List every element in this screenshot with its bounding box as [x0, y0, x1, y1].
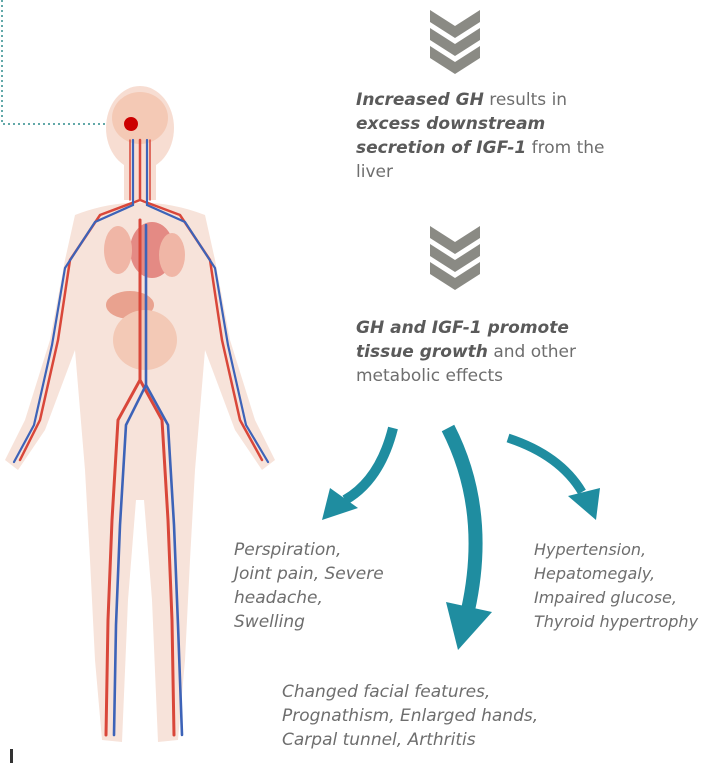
effects-right: Hypertension, Hepatomegaly, Impaired glu… [534, 538, 710, 634]
effect-line: Joint pain, Severe [234, 562, 414, 586]
pituitary-connector-line [2, 0, 128, 124]
chevron-down-icon [430, 226, 480, 290]
step1-bold2: excess downstream [356, 114, 545, 134]
lung-right [159, 233, 185, 277]
step1-bold3: secretion of IGF-1 [356, 138, 526, 158]
scale-mark [10, 749, 13, 763]
lung-left [104, 226, 132, 274]
step2-text: GH and IGF-1 promote tissue growth and o… [356, 316, 686, 388]
step2-bold2: tissue growth [356, 342, 488, 362]
chevron-down-icon [430, 10, 480, 74]
effect-line: Prognathism, Enlarged hands, [282, 704, 572, 728]
effect-line: headache, [234, 586, 414, 610]
effects-bottom: Changed facial features, Prognathism, En… [282, 680, 572, 752]
step2-bold1: GH and IGF-1 promote [356, 318, 569, 338]
arrow-right-icon [508, 438, 600, 520]
effect-line: Carpal tunnel, Arthritis [282, 728, 572, 752]
effect-line: Hepatomegaly, [534, 562, 710, 586]
step2-plain2: metabolic effects [356, 366, 503, 386]
step1-text: Increased GH results in excess downstrea… [356, 88, 686, 184]
effect-line: Perspiration, [234, 538, 414, 562]
step1-bold1: Increased GH [356, 90, 484, 110]
effect-line: Changed facial features, [282, 680, 572, 704]
pituitary-dot [124, 117, 138, 131]
arrow-down-icon [446, 428, 492, 650]
step1-plain3: liver [356, 162, 393, 182]
effect-line: Hypertension, [534, 538, 710, 562]
step2-plain1: and other [488, 342, 576, 362]
effect-line: Thyroid hypertrophy [534, 610, 710, 634]
effect-line: Swelling [234, 610, 414, 634]
effects-left: Perspiration, Joint pain, Severe headach… [234, 538, 414, 634]
step1-plain1: results in [484, 90, 567, 110]
effect-line: Impaired glucose, [534, 586, 710, 610]
arrow-left-icon [322, 428, 393, 520]
step1-plain2: from the [526, 138, 604, 158]
